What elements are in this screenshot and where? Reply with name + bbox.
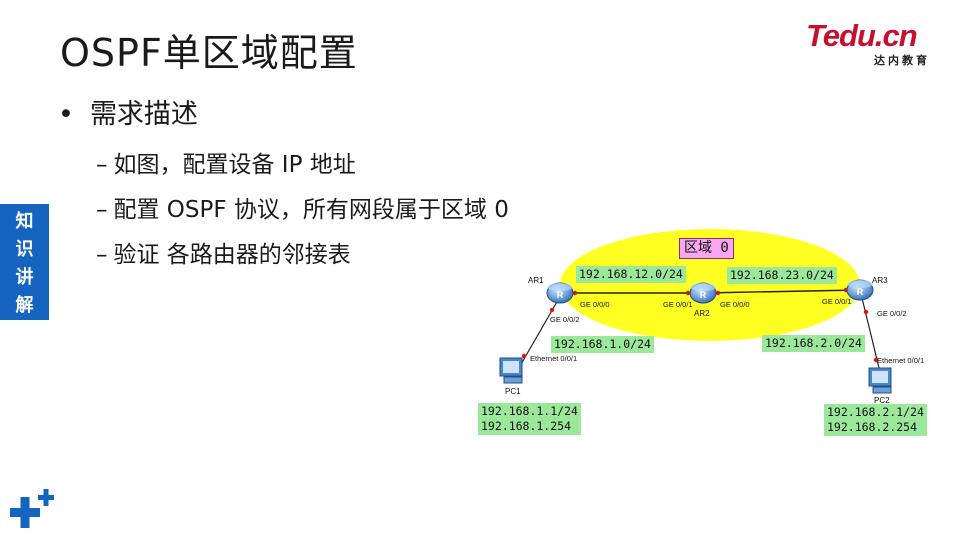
network-label: 192.168.12.0/24 <box>576 266 686 283</box>
router-ar2-icon: R <box>689 282 717 304</box>
network-label: 192.168.2.0/24 <box>762 335 865 352</box>
pc2-config-box: 192.168.2.1/24 192.168.2.254 <box>824 404 927 436</box>
link-ar2-ar3 <box>702 289 861 294</box>
router-label: AR2 <box>694 309 710 318</box>
port-dot <box>549 307 555 313</box>
dash-icon: – <box>96 242 108 268</box>
sub-item: –配置 OSPF 协议，所有网段属于区域 0 <box>96 190 509 224</box>
pc-label: PC2 <box>874 396 890 405</box>
interface-label: GE 0/0/2 <box>877 309 907 318</box>
pc2-gateway: 192.168.2.254 <box>827 420 918 434</box>
router-letter: R <box>700 290 707 300</box>
pc1-icon <box>499 357 523 384</box>
pc1-ip: 192.168.1.1/24 <box>481 404 578 418</box>
area-label: 区域 0 <box>679 238 734 259</box>
port-dot <box>572 290 578 296</box>
router-letter: R <box>857 287 864 297</box>
port-dot <box>715 290 721 296</box>
port-dot <box>521 353 527 359</box>
side-tab-char: 讲 <box>15 267 34 288</box>
network-label: 192.168.23.0/24 <box>727 267 837 284</box>
sub-item-text: 验证 各路由器的邻接表 <box>113 242 351 268</box>
pc2-ip: 192.168.2.1/24 <box>827 405 924 419</box>
page-title: OSPF单区域配置 <box>60 31 358 75</box>
interface-label: GE 0/0/0 <box>580 300 610 309</box>
router-label: AR1 <box>528 276 544 285</box>
tedu-logo: Tedu.cn 达内教育 <box>806 18 936 68</box>
sub-item-text: 如图，配置设备 IP 地址 <box>113 152 356 178</box>
side-tab-char: 识 <box>15 239 34 260</box>
pc1-config-box: 192.168.1.1/24 192.168.1.254 <box>478 403 581 435</box>
interface-label: Ethernet 0/0/1 <box>877 356 925 365</box>
dash-icon: – <box>96 152 108 178</box>
pc1-gateway: 192.168.1.254 <box>481 419 572 433</box>
pc2-icon <box>868 367 892 394</box>
bullet-requirements: • 需求描述 <box>58 92 198 131</box>
logo-subtext: 达内教育 <box>874 54 930 67</box>
port-dot <box>873 357 879 363</box>
interface-label: GE 0/0/1 <box>822 297 852 306</box>
port-dot <box>685 290 691 296</box>
side-tab-knowledge: 知 识 讲 解 <box>0 204 49 320</box>
dash-icon: – <box>96 197 108 223</box>
interface-label: GE 0/0/0 <box>720 300 750 309</box>
router-label: AR3 <box>872 276 888 285</box>
interface-label: GE 0/0/1 <box>663 300 693 309</box>
logo-text: Tedu.cn <box>806 18 918 53</box>
interface-label: Ethernet 0/0/1 <box>530 354 578 363</box>
sub-item: –验证 各路由器的邻接表 <box>96 235 351 269</box>
sub-item-text: 配置 OSPF 协议，所有网段属于区域 0 <box>113 197 509 223</box>
bullet-dot-icon: • <box>58 99 74 130</box>
router-ar1-icon: R <box>546 282 574 304</box>
router-ar3-icon: R <box>846 279 874 301</box>
port-dot <box>863 309 869 315</box>
bullet-text: 需求描述 <box>89 99 198 130</box>
sub-item: –如图，配置设备 IP 地址 <box>96 145 356 179</box>
interface-label: GE 0/0/2 <box>550 315 580 324</box>
pc-label: PC1 <box>505 387 521 396</box>
side-tab-char: 知 <box>15 211 34 232</box>
network-label: 192.168.1.0/24 <box>551 336 654 353</box>
plus-decoration-icon <box>10 489 54 528</box>
router-letter: R <box>557 290 564 300</box>
side-tab-char: 解 <box>15 295 34 316</box>
